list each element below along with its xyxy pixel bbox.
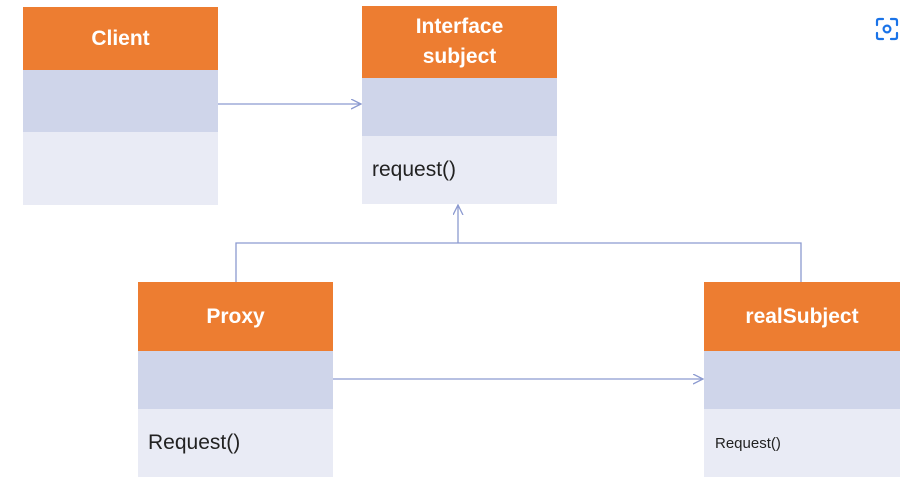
class-proxy-attributes [138, 351, 333, 409]
class-interface-subject-header: Interface subject [362, 6, 557, 78]
class-client-attributes [23, 70, 218, 132]
class-interface-subject-name-line2: subject [422, 45, 497, 68]
class-client-name: Client [91, 26, 150, 50]
class-proxy-method: Request() [148, 431, 241, 454]
class-client-methods [23, 132, 218, 205]
class-interface-subject: Interface subject request() [362, 6, 557, 204]
class-interface-subject-methods: request() [362, 136, 557, 204]
class-client: Client [23, 7, 218, 205]
class-real-subject-header: realSubject [704, 282, 900, 351]
class-proxy: Proxy Request() [138, 282, 333, 477]
class-proxy-name: Proxy [206, 304, 265, 328]
fullscreen-icon [875, 17, 899, 41]
class-interface-subject-attributes [362, 78, 557, 136]
class-proxy-methods: Request() [138, 409, 333, 477]
class-real-subject-name: realSubject [745, 304, 859, 328]
class-real-subject-methods: Request() [704, 409, 900, 477]
realsubject-to-interface-connector [458, 242, 802, 282]
class-real-subject-attributes [704, 351, 900, 409]
class-real-subject: realSubject Request() [704, 282, 900, 477]
class-real-subject-method: Request() [715, 434, 781, 452]
proxy-to-interface-connector [235, 242, 458, 282]
fullscreen-button[interactable] [872, 14, 902, 44]
class-client-header: Client [23, 7, 218, 70]
class-interface-subject-name-line1: Interface [415, 15, 504, 38]
class-interface-subject-method: request() [372, 158, 457, 181]
class-proxy-header: Proxy [138, 282, 333, 351]
